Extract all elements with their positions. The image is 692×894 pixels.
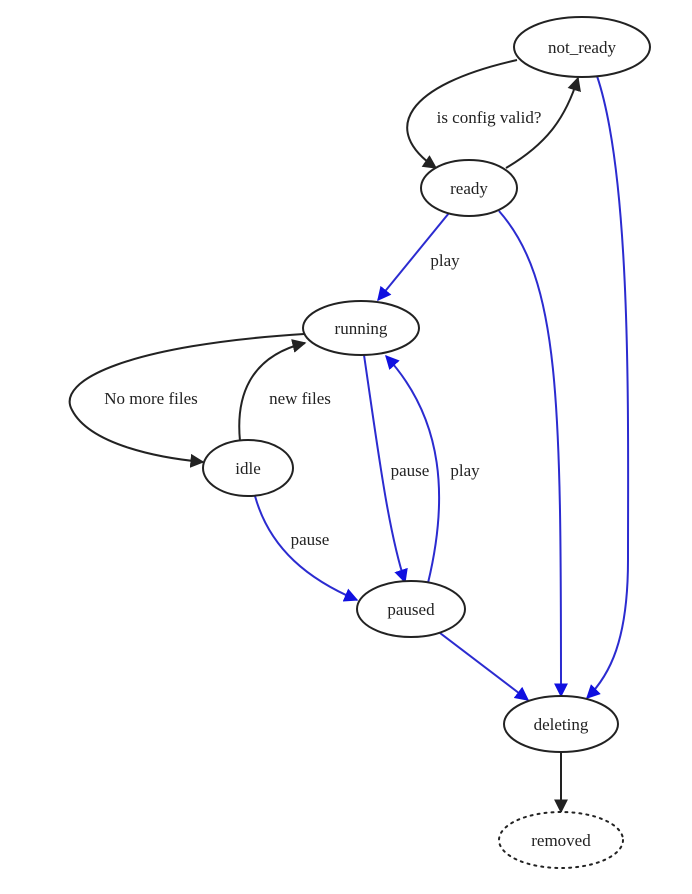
node-label: idle xyxy=(235,459,261,478)
edge-label-pause: pause xyxy=(391,461,430,480)
edge-idle-to-running xyxy=(238,339,307,442)
edge-label-no-more-files: No more files xyxy=(104,389,197,408)
edge-label-play: play xyxy=(430,251,460,270)
node-ready: ready xyxy=(420,159,518,217)
node-label: not_ready xyxy=(548,38,616,57)
node-not-ready: not_ready xyxy=(513,16,651,78)
node-label: ready xyxy=(450,179,488,198)
node-label: running xyxy=(335,319,388,338)
edge-idle-to-paused xyxy=(254,495,359,602)
node-deleting: deleting xyxy=(503,695,619,753)
edge-label-idle-pause: pause xyxy=(291,530,330,549)
node-running: running xyxy=(302,300,420,356)
node-label: removed xyxy=(531,831,591,850)
node-label: paused xyxy=(387,600,435,619)
edge-label-new-files: new files xyxy=(269,389,331,408)
edge-paused-to-running xyxy=(385,354,441,584)
edge-running-to-idle xyxy=(68,333,305,468)
edge-label-is-config-valid: is config valid? xyxy=(437,108,542,127)
edge-paused-to-deleting xyxy=(439,632,530,701)
edge-label-play-back: play xyxy=(450,461,480,480)
edge-not-ready-to-deleting xyxy=(586,75,630,699)
edge-ready-to-not-ready xyxy=(505,76,581,169)
edge-not-ready-to-ready xyxy=(406,59,518,169)
node-label: deleting xyxy=(534,715,589,734)
edge-ready-to-deleting xyxy=(498,210,568,698)
node-idle: idle xyxy=(202,439,294,497)
node-removed: removed xyxy=(498,811,624,869)
edge-running-to-paused xyxy=(363,354,408,584)
node-paused: paused xyxy=(356,580,466,638)
edge-ready-to-running xyxy=(377,212,450,302)
